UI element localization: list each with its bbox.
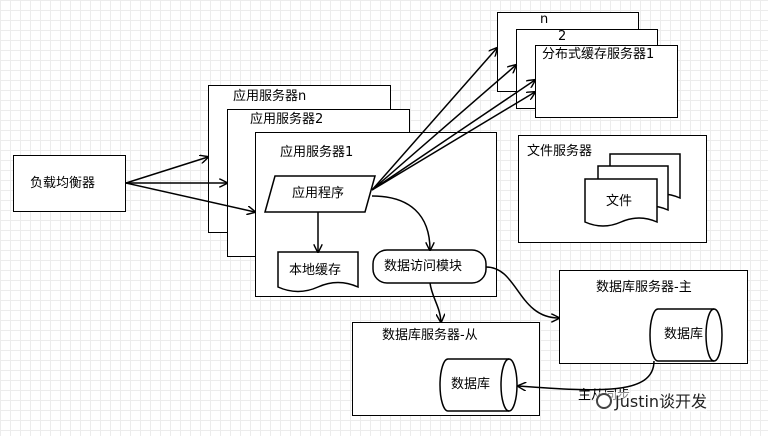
local-cache-shape — [277, 251, 359, 293]
edge-lb-to-app-n — [125, 157, 208, 184]
edge-replication — [518, 360, 655, 390]
local-cache-label: 本地缓存 — [289, 263, 342, 278]
wechat-icon — [596, 393, 612, 409]
watermark-text: Justin谈开发 — [615, 392, 708, 411]
db-master-label: 数据库 — [664, 327, 704, 342]
cache-server-1-label: 分布式缓存服务器1 — [542, 47, 655, 62]
db-slave-label: 数据库 — [451, 377, 491, 392]
app-server-2-label: 应用服务器2 — [250, 112, 324, 127]
application-label: 应用程序 — [292, 186, 345, 201]
edge-app-to-data-access — [371, 195, 430, 250]
edge-app-to-cache-2 — [371, 65, 516, 191]
application-shape — [264, 175, 376, 213]
cache-server-n-label: n — [540, 12, 549, 27]
cache-server-2-label: 2 — [558, 29, 567, 44]
db-master-icon — [649, 308, 723, 362]
app-server-n-label: 应用服务器n — [233, 89, 307, 104]
file-label: 文件 — [606, 194, 633, 209]
db-slave-icon — [439, 358, 518, 412]
edge-app-to-cache-n — [371, 48, 497, 191]
edge-data-access-to-db-master — [485, 266, 559, 318]
edge-lb-to-app-1 — [125, 182, 255, 212]
edge-app-to-cache-1 — [371, 80, 535, 191]
app-server-1-label: 应用服务器1 — [280, 145, 354, 160]
db-master-server-label: 数据库服务器-主 — [596, 280, 692, 295]
db-slave-server-label: 数据库服务器-从 — [382, 328, 478, 343]
edge-data-access-to-db-slave — [429, 282, 441, 322]
data-access-module-label: 数据访问模块 — [384, 259, 463, 274]
load-balancer-label: 负载均衡器 — [30, 176, 96, 191]
file-server-label: 文件服务器 — [527, 144, 593, 159]
load-balancer — [13, 155, 126, 212]
edge-app-to-cache-1b — [371, 92, 535, 191]
file-doc-front — [584, 178, 658, 227]
watermark: Justin谈开发 — [596, 392, 708, 412]
